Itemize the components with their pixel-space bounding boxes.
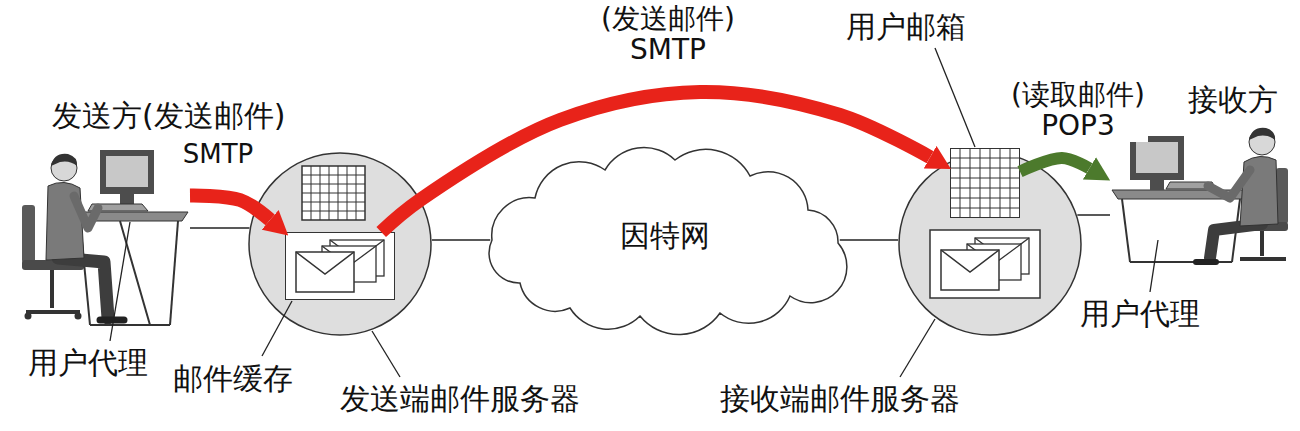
- person-head: [1249, 129, 1275, 155]
- network-link: [840, 239, 898, 241]
- desk-leg: [170, 221, 178, 325]
- leader-line: [900, 319, 935, 377]
- server-circle: [249, 153, 431, 335]
- chair-back: [22, 205, 35, 263]
- leader-lines: [110, 48, 1158, 377]
- monitor-screen: [106, 156, 148, 187]
- chair-wheel: [25, 313, 32, 320]
- text-anchor: 发送端邮件服务器: [340, 381, 580, 417]
- cloud-shape: [489, 148, 847, 335]
- chair-back: [1276, 168, 1288, 224]
- protocol-label: SMTP: [180, 140, 257, 169]
- mail-server-circle: 接收端邮件服务器用户邮箱: [898, 152, 1082, 336]
- sender-figure: [22, 150, 188, 325]
- desk-leg: [80, 221, 90, 325]
- edge-label-anchor: SMTP: [180, 140, 257, 169]
- user-agent-label: 用户代理: [28, 345, 148, 381]
- mail-cache-box: 邮件缓存: [285, 232, 395, 300]
- user-mailbox: 用户邮箱: [950, 148, 1020, 218]
- node-label: 邮件缓存: [173, 361, 293, 397]
- monitor: [1130, 136, 1184, 180]
- desk-leg: [1122, 199, 1130, 262]
- monitor-screen: [1136, 142, 1178, 173]
- protocol-label: (读取邮件) POP3: [1008, 80, 1148, 142]
- chair-seat: [1232, 222, 1288, 231]
- chair-wheel: [75, 313, 82, 320]
- person-torso: [46, 182, 84, 260]
- mail-server-circle: 发送端邮件服务器邮件缓存: [248, 152, 432, 336]
- person-torso: [1240, 156, 1278, 226]
- chair-post: [1260, 231, 1264, 256]
- leader-line: [110, 222, 130, 341]
- label-anchor: 用户代理: [28, 345, 148, 381]
- person-hair: [1249, 128, 1275, 140]
- monitor: [100, 150, 154, 194]
- node-label: 用户邮箱: [846, 9, 966, 45]
- keyboard: [88, 204, 148, 211]
- node-label: 发送端邮件服务器: [340, 381, 580, 417]
- monitor-stand: [1150, 180, 1164, 190]
- person-shoe: [1196, 259, 1216, 265]
- node-label: 接收方: [1188, 82, 1278, 118]
- monitor-stand: [120, 194, 134, 204]
- node-label: 接收端邮件服务器: [720, 381, 960, 417]
- edge-label-anchor: (读取邮件) POP3: [1008, 80, 1148, 142]
- person-shoe: [100, 317, 124, 324]
- user-agent-label: 用户代理: [1080, 296, 1200, 332]
- network-link: [432, 239, 490, 241]
- person-legs: [1210, 224, 1262, 258]
- desk-foot: [90, 324, 170, 326]
- chair-base: [26, 310, 80, 314]
- leader-line: [1150, 240, 1158, 292]
- person-arm: [1208, 170, 1250, 198]
- text-anchor: 邮件缓存: [173, 361, 293, 397]
- text-anchor: 用户邮箱: [846, 9, 966, 45]
- text-anchor: 接收方: [1188, 82, 1278, 118]
- receiver-workstation: 接收方: [1110, 125, 1290, 265]
- person-head: [51, 155, 77, 181]
- chair-post: [50, 270, 54, 308]
- person-legs: [58, 258, 108, 318]
- chair-base: [1240, 257, 1286, 261]
- keyboard: [1166, 182, 1216, 189]
- label-anchor: 用户代理: [1080, 296, 1200, 332]
- desk-leg: [120, 221, 150, 325]
- leader-line: [372, 331, 400, 377]
- sender-workstation: 发送方(发送邮件): [15, 140, 190, 340]
- desk-foot: [1130, 261, 1232, 263]
- network-link: [190, 227, 249, 229]
- protocol-label: (发送邮件) SMTP: [598, 4, 738, 66]
- text-anchor: 接收端邮件服务器: [720, 381, 960, 417]
- network-link: [1077, 214, 1110, 216]
- receiver-figure: [1112, 128, 1288, 262]
- internet-cloud: 因特网: [490, 148, 840, 323]
- mailbox-grid-lines: [950, 148, 1020, 218]
- desk-top: [70, 212, 188, 221]
- node-label: 因特网: [620, 218, 710, 254]
- person-hair: [51, 154, 77, 166]
- desk-leg: [1232, 199, 1240, 262]
- edge-label-anchor: (发送邮件) SMTP: [598, 4, 738, 66]
- node-label: 发送方(发送邮件): [52, 98, 285, 134]
- leader-line: [935, 48, 975, 147]
- person-arm: [74, 196, 98, 228]
- text-anchor: 发送方(发送邮件): [52, 98, 285, 134]
- text-anchor: 因特网: [620, 218, 710, 254]
- desk-top: [1112, 190, 1250, 199]
- chair-seat: [22, 260, 84, 270]
